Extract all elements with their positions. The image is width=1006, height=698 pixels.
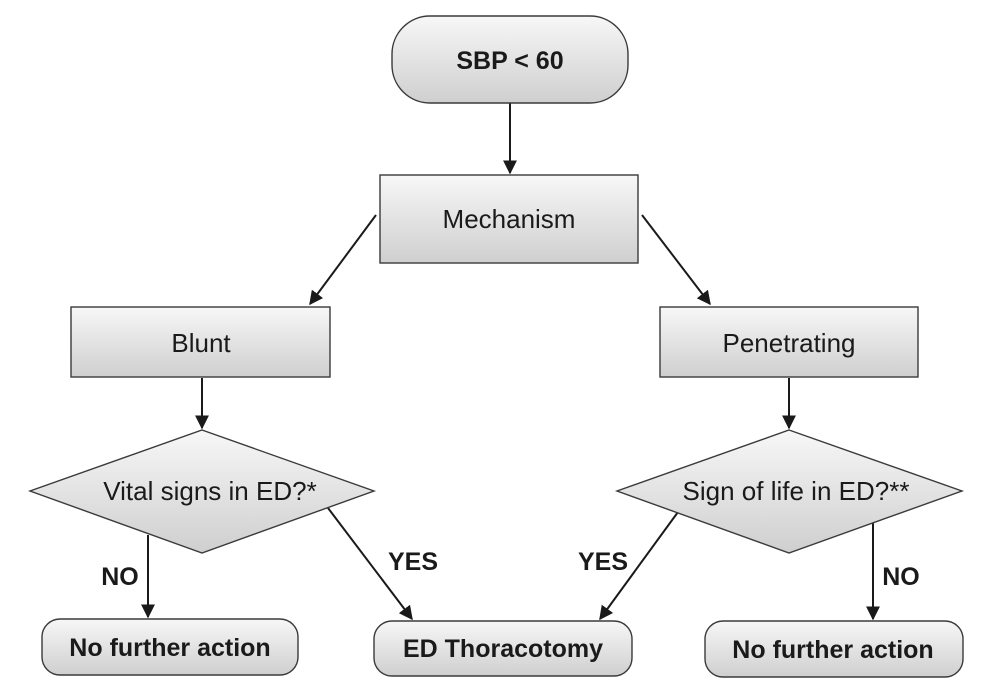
node-no-further-action-right-label: No further action — [732, 636, 933, 664]
decision-vital-signs: Vital signs in ED?* — [27, 429, 377, 554]
node-mechanism: Mechanism — [379, 174, 639, 264]
node-start-label: SBP < 60 — [456, 47, 563, 75]
edge-sign-of-life-yes — [599, 511, 679, 621]
node-no-further-action-right: No further action — [704, 620, 964, 678]
edge-label-blunt-no: NO — [101, 563, 139, 591]
node-no-further-action-left: No further action — [41, 618, 299, 676]
edges — [141, 103, 880, 621]
edge-mechanism-to-penetrating — [641, 214, 711, 306]
decision-vital-signs-label: Vital signs in ED?* — [103, 476, 316, 506]
node-penetrating: Penetrating — [659, 306, 919, 378]
node-no-further-action-left-label: No further action — [69, 634, 270, 662]
decision-sign-of-life: Sign of life in ED?** — [614, 429, 965, 554]
node-mechanism-label: Mechanism — [443, 204, 576, 234]
node-start: SBP < 60 — [391, 15, 629, 104]
node-penetrating-label: Penetrating — [723, 328, 856, 358]
edge-label-blunt-yes: YES — [388, 548, 438, 576]
edge-mechanism-to-blunt — [309, 214, 377, 306]
edge-label-penetrating-yes: YES — [578, 548, 628, 576]
edge-vital-signs-yes — [327, 507, 413, 621]
node-blunt: Blunt — [70, 306, 331, 378]
node-ed-thoracotomy-label: ED Thoracotomy — [403, 635, 603, 663]
node-blunt-label: Blunt — [171, 328, 231, 358]
decision-sign-of-life-label: Sign of life in ED?** — [683, 476, 910, 506]
node-ed-thoracotomy: ED Thoracotomy — [373, 620, 633, 677]
edge-label-penetrating-no: NO — [882, 563, 920, 591]
